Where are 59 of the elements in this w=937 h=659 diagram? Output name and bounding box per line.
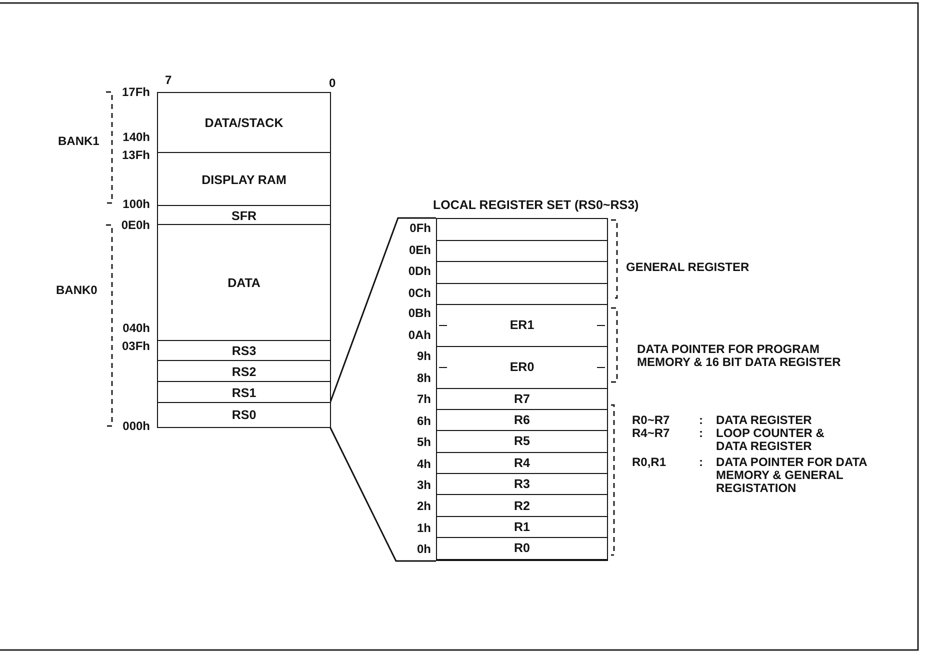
memory-region: RS3: [157, 340, 331, 362]
register-description: DATA POINTER FOR DATA MEMORY & GENERAL REGISTATION: [716, 456, 868, 495]
expansion-line: [329, 426, 436, 562]
register-range: R0~R7: [632, 414, 670, 427]
address-label: 0Eh: [408, 244, 431, 257]
address-label: 0E0h: [121, 219, 150, 232]
separator: :: [699, 414, 703, 427]
memory-region: RS2: [157, 360, 331, 383]
memory-region: RS1: [157, 381, 331, 404]
address-label: 7h: [416, 393, 431, 406]
address-label: 140h: [122, 131, 150, 144]
address-label: 13Fh: [122, 149, 150, 162]
memory-region: DATA/STACK: [157, 92, 331, 154]
register-cell: R5: [437, 431, 607, 453]
address-label: 9h: [416, 350, 431, 363]
address-label: 3h: [416, 479, 431, 492]
address-label: 100h: [122, 198, 150, 211]
memory-region: DISPLAY RAM: [157, 152, 331, 207]
register-cell: R7: [437, 388, 607, 410]
register-cell: R1: [437, 516, 607, 538]
register-cell: ER1: [437, 305, 607, 346]
address-label: 03Fh: [122, 340, 150, 353]
address-label: 4h: [416, 458, 431, 471]
address-label: 000h: [122, 420, 150, 433]
address-label: 0Ch: [408, 287, 431, 300]
memory-region: DATA: [157, 224, 331, 342]
address-label: 0Dh: [408, 265, 431, 278]
bracket-label: GENERAL REGISTER: [626, 261, 750, 274]
separator: :: [699, 427, 703, 440]
register-cell: R0: [437, 538, 607, 560]
address-label: 5h: [416, 436, 431, 449]
address-label: 6h: [416, 415, 431, 428]
address-label: 0h: [416, 543, 431, 556]
address-label: 0Fh: [410, 222, 431, 235]
register-cell: ER0: [437, 346, 607, 388]
section-heading: LOCAL REGISTER SET (RS0~RS3): [433, 198, 639, 212]
address-label: 1h: [416, 522, 431, 535]
register-cell: R3: [437, 474, 607, 496]
register-description: DATA REGISTER: [716, 414, 812, 427]
address-label: 0Bh: [408, 307, 431, 320]
register-cell: R4: [437, 452, 607, 474]
register-cell: R6: [437, 410, 607, 432]
bit-number: 7: [165, 74, 172, 87]
memory-region: SFR: [157, 205, 331, 226]
bracket-label: DATA POINTER FOR PROGRAM MEMORY & 16 BIT DATA REGISTER: [637, 343, 842, 369]
address-label: 0Ah: [408, 329, 431, 342]
address-label: 2h: [416, 500, 431, 513]
bank-label: BANK0: [56, 284, 98, 297]
register-range: R4~R7: [632, 427, 670, 440]
register-description: LOOP COUNTER & DATA REGISTER: [716, 427, 826, 453]
bank-label: BANK1: [58, 135, 100, 148]
separator: :: [699, 456, 703, 469]
register-cell: R2: [437, 496, 607, 517]
address-label: 8h: [416, 372, 431, 385]
address-label: 17Fh: [122, 86, 150, 99]
address-label: 040h: [122, 322, 150, 335]
memory-region: RS0: [157, 402, 331, 428]
bit-number: 0: [329, 77, 336, 90]
register-range: R0,R1: [632, 456, 666, 469]
